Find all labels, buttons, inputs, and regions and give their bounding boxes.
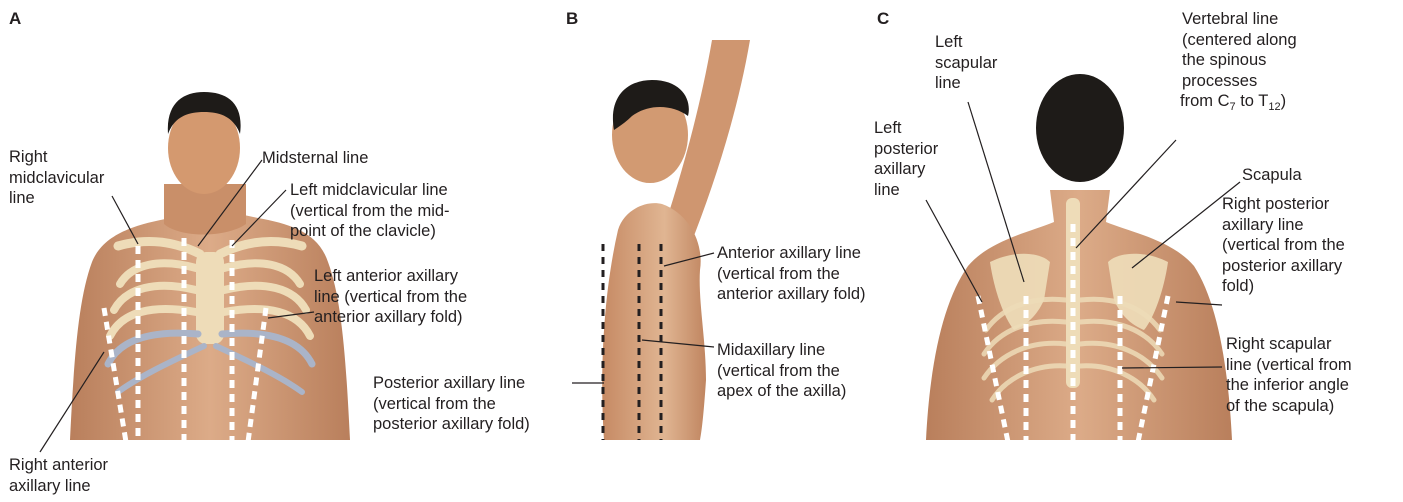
- label-right-scapular-line: Right scapular line (vertical from the i…: [1226, 334, 1352, 416]
- label-vertebral-line: Vertebral line (centered along the spino…: [1182, 9, 1297, 114]
- panel-a-letter: A: [9, 9, 21, 29]
- label-left-posterior-axillary-line: Left posterior axillary line: [874, 118, 938, 200]
- label-anterior-axillary-line: Anterior axillary line (vertical from th…: [717, 243, 866, 305]
- label-right-posterior-axillary-line: Right posterior axillary line (vertical …: [1222, 194, 1345, 297]
- sternum: [196, 252, 224, 344]
- label-left-scapular-line: Left scapular line: [935, 32, 997, 94]
- label-right-anterior-axillary-line: Right anterior axillary line: [9, 455, 108, 496]
- label-left-anterior-axillary-line: Left anterior axillary line (vertical fr…: [314, 266, 467, 328]
- head-back: [1036, 74, 1124, 182]
- panel-c-letter: C: [877, 9, 889, 29]
- label-right-midclavicular-line: Right midclavicular line: [9, 147, 104, 209]
- label-midaxillary-line: Midaxillary line (vertical from the apex…: [717, 340, 846, 402]
- label-left-midclavicular-line: Left midclavicular line (vertical from t…: [290, 180, 450, 242]
- label-posterior-axillary-line: Posterior axillary line (vertical from t…: [373, 373, 530, 435]
- panel-a-illustration: [40, 92, 350, 452]
- panel-c-illustration: [926, 74, 1240, 442]
- label-scapula: Scapula: [1242, 165, 1302, 186]
- label-midsternal-line: Midsternal line: [262, 148, 368, 169]
- torso-side: [602, 203, 706, 440]
- vertebral-range: from C7 to T12): [1180, 91, 1297, 114]
- panel-b-letter: B: [566, 9, 578, 29]
